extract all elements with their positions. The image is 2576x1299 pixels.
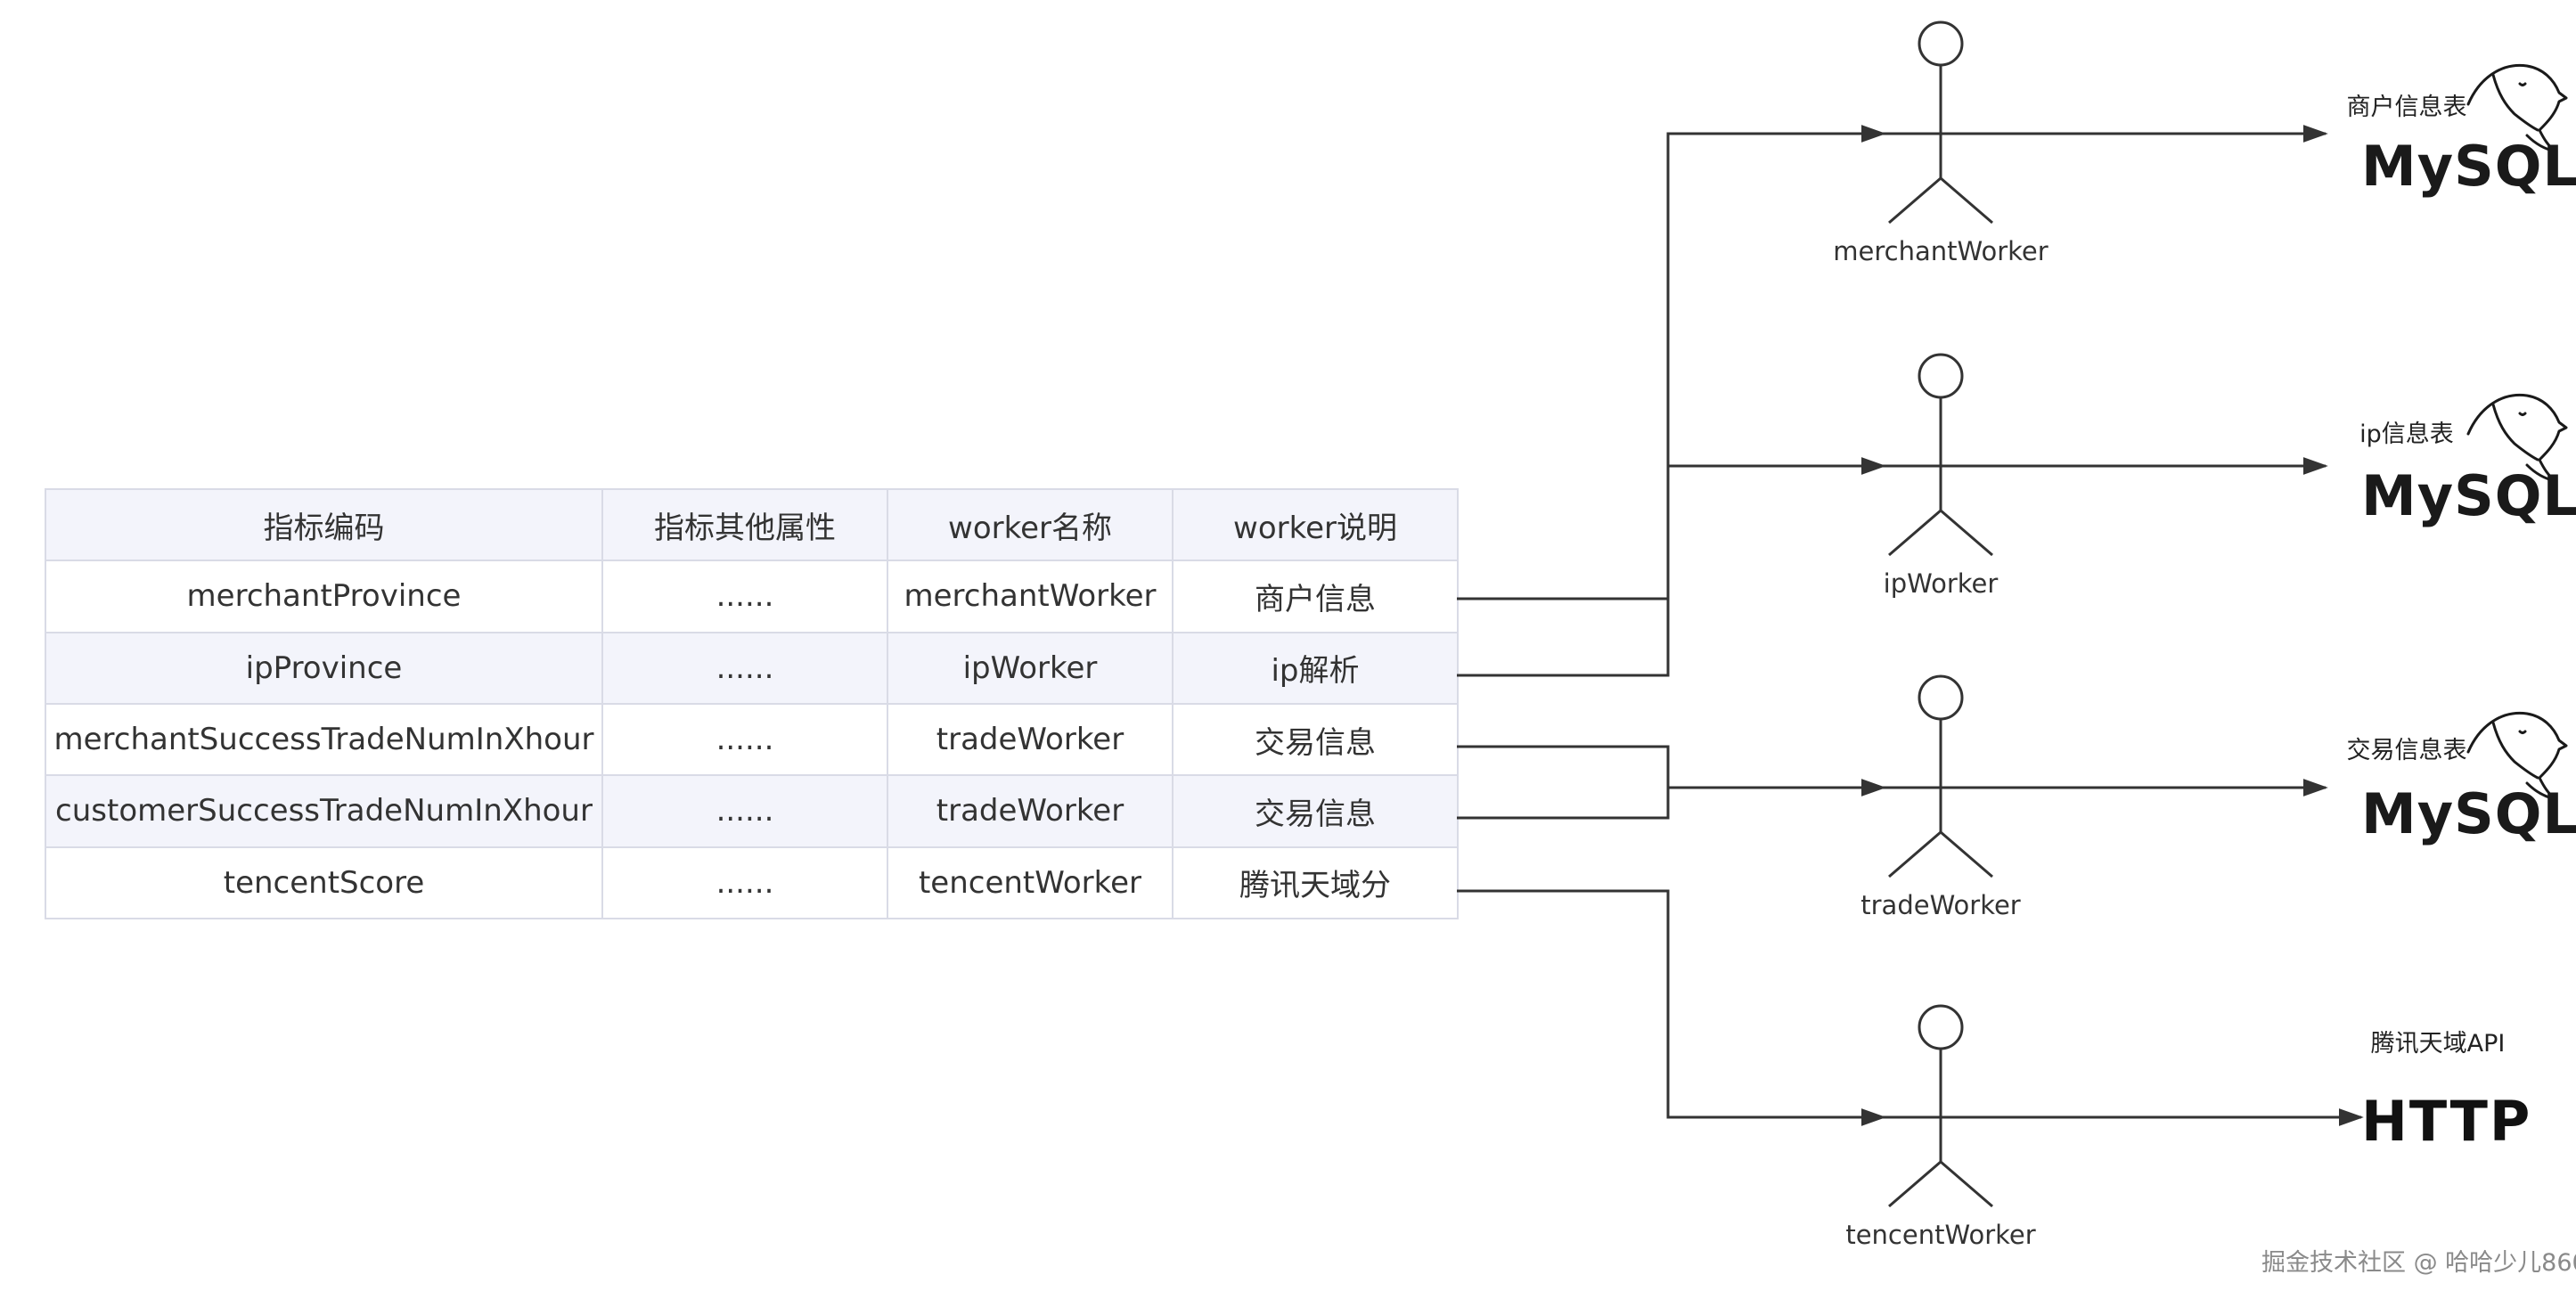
header-worker-description: worker说明	[1172, 487, 1459, 562]
connector-lines	[1457, 125, 2364, 1126]
actor-icon	[1887, 1004, 1994, 1208]
header-worker-name: worker名称	[887, 487, 1174, 562]
link-trade-row2	[1457, 788, 1670, 820]
cell-worker-name: ipWorker	[887, 631, 1174, 705]
cell-worker-name: merchantWorker	[887, 560, 1174, 633]
table-row: ipProvince ...... ipWorker ip解析	[45, 631, 1459, 705]
link-tencent-to-tencentworker	[1457, 889, 1886, 1126]
worker-name: tencentWorker	[1845, 1220, 2035, 1250]
header-indicator-code: 指标编码	[45, 487, 603, 562]
target-label: 交易信息表	[2347, 737, 2467, 764]
target-ip-mysql: ip信息表 MySQL	[2359, 393, 2576, 528]
table-row: customerSuccessTradeNumInXhour ...... tr…	[45, 774, 1459, 848]
mysql-logo: MySQL	[2361, 463, 2576, 528]
cell-worker-description: 商户信息	[1172, 560, 1459, 633]
cell-worker-description: 交易信息	[1172, 774, 1459, 848]
link-ip-branch	[1457, 457, 1886, 677]
worker-ip: ipWorker	[1884, 353, 1999, 599]
cell-other-attributes: ......	[601, 774, 888, 848]
worker-tencent: tencentWorker	[1845, 1004, 2036, 1250]
table-row: merchantProvince ...... merchantWorker 商…	[45, 560, 1459, 633]
target-label: 腾讯天域API	[2371, 1030, 2506, 1058]
cell-other-attributes: ......	[601, 846, 888, 920]
worker-name: ipWorker	[1884, 568, 1999, 599]
worker-name: merchantWorker	[1833, 236, 2048, 266]
table-row: tencentScore ...... tencentWorker 腾讯天域分	[45, 846, 1459, 920]
cell-indicator-code: ipProvince	[45, 631, 603, 705]
cell-indicator-code: customerSuccessTradeNumInXhour	[45, 774, 603, 848]
cell-indicator-code: merchantProvince	[45, 560, 603, 633]
watermark: 掘金技术社区 @ 哈哈少儿860	[2261, 1249, 2576, 1277]
table-row: merchantSuccessTradeNumInXhour ...... tr…	[45, 702, 1459, 777]
cell-indicator-code: merchantSuccessTradeNumInXhour	[45, 702, 603, 777]
actor-icon	[1887, 20, 1994, 225]
target-label: ip信息表	[2359, 421, 2454, 448]
cell-indicator-code: tencentScore	[45, 846, 603, 920]
mysql-logo: MySQL	[2361, 134, 2576, 199]
cell-worker-name: tencentWorker	[887, 846, 1174, 920]
cell-worker-name: tradeWorker	[887, 702, 1174, 777]
cell-other-attributes: ......	[601, 631, 888, 705]
header-other-attributes: 指标其他属性	[601, 487, 888, 562]
actor-icon	[1887, 353, 1994, 557]
link-merchant-to-merchantworker	[1457, 125, 1886, 600]
target-tencent-http: 腾讯天域API HTTP	[2361, 1030, 2531, 1154]
target-trade-mysql: 交易信息表 MySQL	[2347, 711, 2576, 846]
worker-trade: tradeWorker	[1860, 674, 2021, 920]
cell-other-attributes: ......	[601, 560, 888, 633]
cell-worker-name: tradeWorker	[887, 774, 1174, 848]
indicator-table: 指标编码 指标其他属性 worker名称 worker说明 merchantPr…	[45, 487, 1459, 920]
target-merchant-mysql: 商户信息表 MySQL	[2347, 63, 2576, 199]
http-logo: HTTP	[2361, 1089, 2531, 1154]
cell-worker-description: 腾讯天域分	[1172, 846, 1459, 920]
link-trade-row1	[1457, 745, 1886, 797]
worker-name: tradeWorker	[1860, 890, 2021, 920]
cell-worker-description: ip解析	[1172, 631, 1459, 705]
mysql-logo: MySQL	[2361, 781, 2576, 846]
actor-icon	[1887, 674, 1994, 878]
cell-worker-description: 交易信息	[1172, 702, 1459, 777]
target-label: 商户信息表	[2347, 94, 2467, 121]
worker-merchant: merchantWorker	[1833, 20, 2049, 266]
table-header-row: 指标编码 指标其他属性 worker名称 worker说明	[45, 487, 1459, 562]
cell-other-attributes: ......	[601, 702, 888, 777]
